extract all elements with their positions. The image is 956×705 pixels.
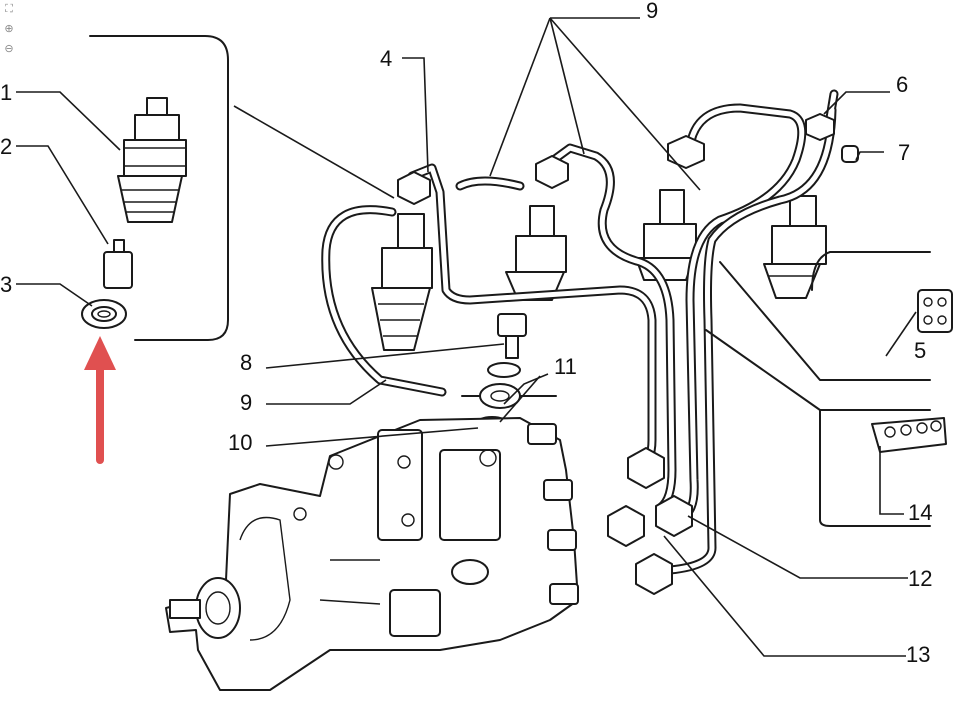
group-bracket <box>89 35 229 341</box>
callout-labels: 1 2 3 4 5 6 7 8 9 9 10 11 12 13 14 <box>0 0 932 667</box>
sealing-washer-part <box>81 299 127 329</box>
installed-injector-4 <box>763 195 827 299</box>
callout-10: 10 <box>228 430 252 455</box>
injector-holder-part <box>117 97 187 223</box>
callout-12: 12 <box>908 566 932 591</box>
callout-7: 7 <box>898 140 910 165</box>
injection-pump <box>165 417 579 691</box>
callout-13: 13 <box>906 642 930 667</box>
injector-nozzle-part <box>103 239 133 289</box>
callout-11: 11 <box>554 354 577 379</box>
callout-14: 14 <box>908 500 932 525</box>
pipe-clamp-part <box>871 417 947 453</box>
pipe-clip-part <box>917 289 953 333</box>
engine-outline <box>705 251 931 527</box>
callout-8: 8 <box>240 350 252 375</box>
zoom-toolbar: ⛶ ⊕ ⊖ <box>2 2 18 62</box>
installed-injector-3 <box>635 189 697 281</box>
banjo-fitting-parts <box>461 313 557 432</box>
callout-3: 3 <box>0 272 12 297</box>
zoom-in-icon[interactable]: ⊕ <box>4 23 14 35</box>
zoom-out-icon[interactable]: ⊖ <box>4 43 14 55</box>
callout-9-top: 9 <box>646 0 658 23</box>
callout-9-left: 9 <box>240 390 252 415</box>
callout-1: 1 <box>0 80 12 105</box>
callout-6: 6 <box>896 72 908 97</box>
leader-lines <box>16 17 917 657</box>
callout-5: 5 <box>914 338 926 363</box>
installed-injector-2 <box>505 205 567 301</box>
pipe-union-nuts <box>397 113 835 205</box>
fit-page-icon[interactable]: ⛶ <box>5 3 13 15</box>
installed-injector-1 <box>371 213 433 351</box>
callout-4: 4 <box>380 46 392 71</box>
protective-cap-part <box>841 145 859 163</box>
pump-outlet-nuts <box>607 447 693 595</box>
highlight-arrow <box>84 336 116 464</box>
callout-2: 2 <box>0 134 12 159</box>
